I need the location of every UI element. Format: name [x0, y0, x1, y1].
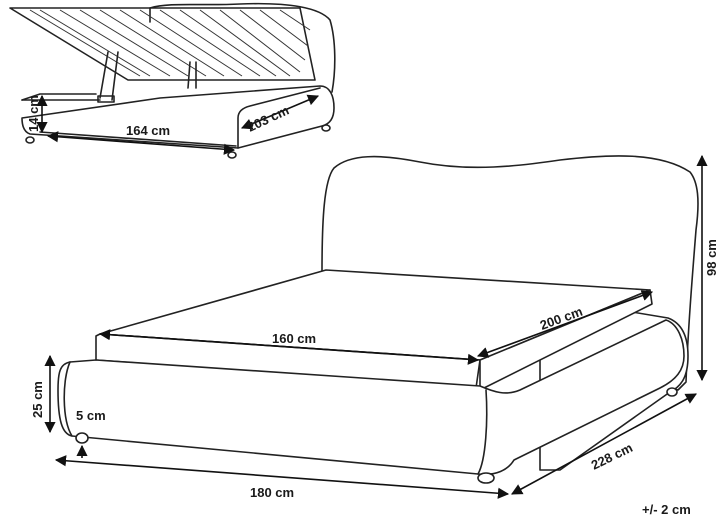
mattress-width-dimension: 160 cm: [98, 329, 480, 365]
storage-height-label: 14 cm: [26, 95, 41, 132]
storage-width-label: 164 cm: [126, 123, 170, 138]
bed-illustration: [57, 155, 699, 484]
storage-width-dimension: 164 cm: [46, 123, 236, 155]
mattress-width-label: 160 cm: [272, 331, 316, 346]
overall-width-dimension: 180 cm: [54, 455, 510, 500]
lifted-slat-frame: [9, 7, 316, 81]
storage-length-dimension: 203 cm: [240, 94, 320, 135]
storage-length-label: 203 cm: [245, 102, 291, 134]
frame-height-label: 25 cm: [30, 381, 45, 418]
leg-height-label: 5 cm: [76, 408, 106, 423]
total-height-dimension: 98 cm: [696, 154, 719, 382]
frame-height-dimension: 25 cm: [30, 354, 56, 434]
overall-width-label: 180 cm: [250, 485, 294, 500]
total-height-label: 98 cm: [704, 239, 719, 276]
tolerance-note: +/- 2 cm: [642, 502, 691, 517]
storage-bed-illustration: [9, 2, 336, 159]
storage-height-dimension: 14 cm: [26, 94, 48, 134]
